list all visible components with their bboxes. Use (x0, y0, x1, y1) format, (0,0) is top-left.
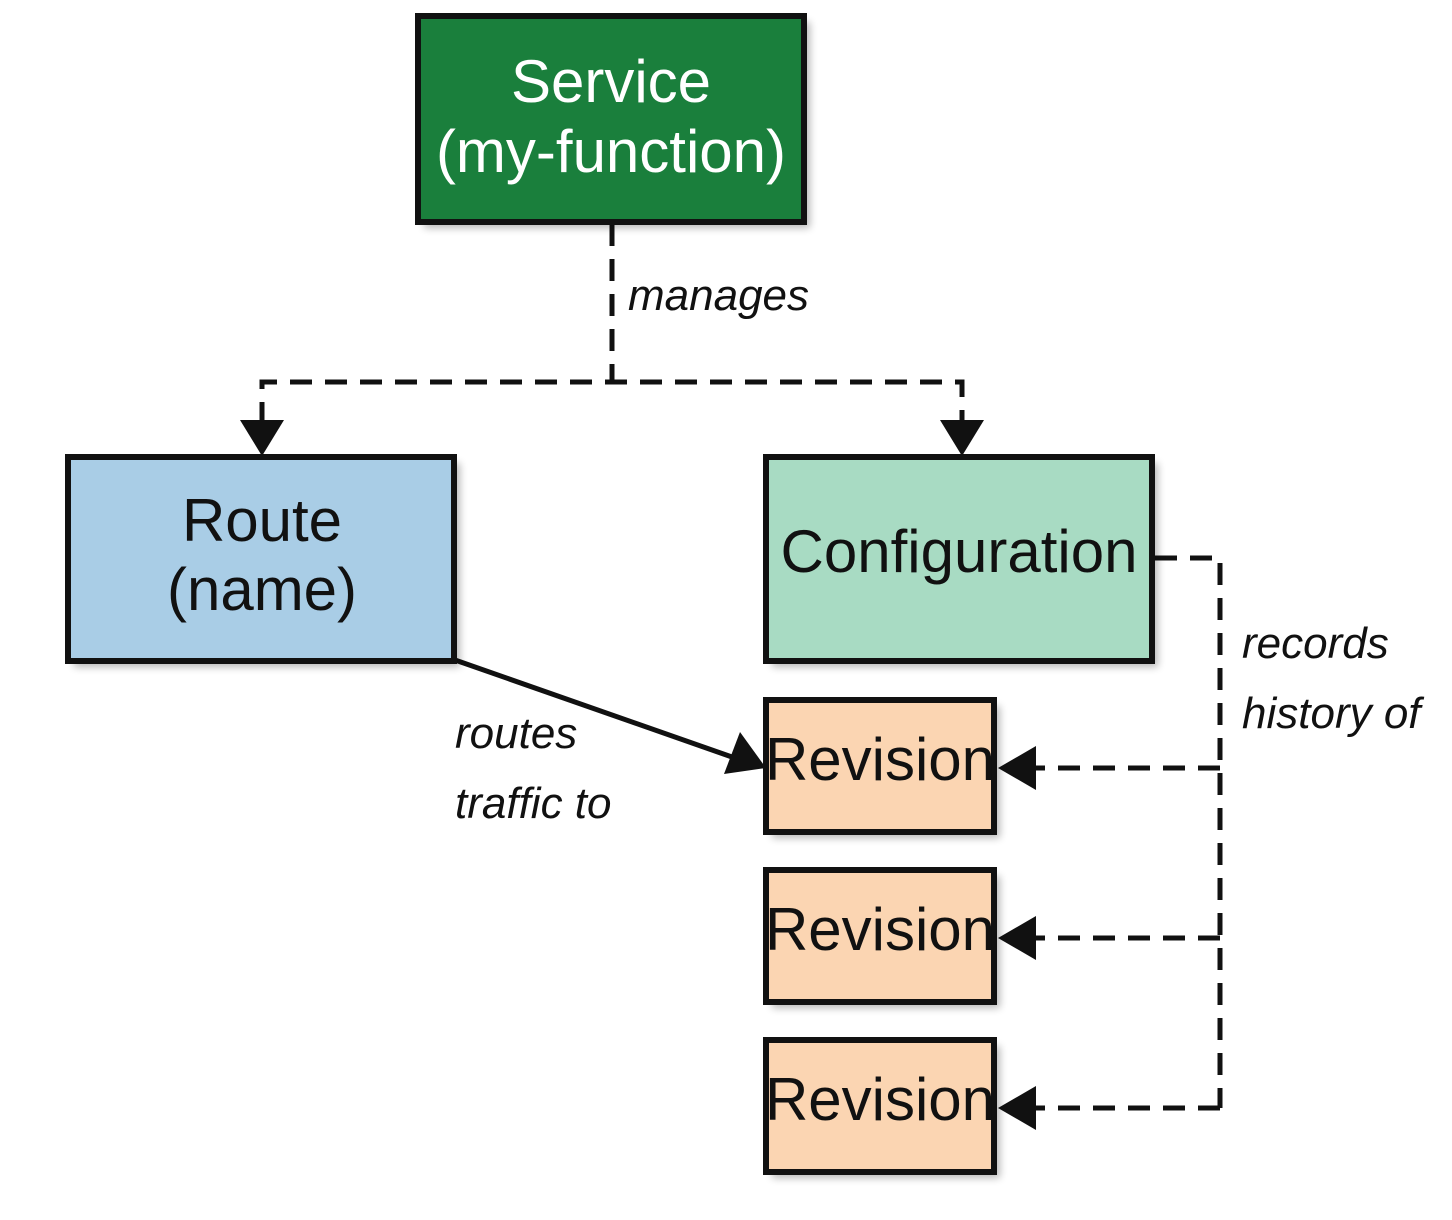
arrowhead-to-configuration (940, 420, 984, 456)
configuration-title: Configuration (781, 518, 1138, 585)
routes-traffic-line (454, 657, 733, 760)
revision-node-2: Revision (763, 867, 1000, 1008)
records-label-line2: history of (1242, 689, 1425, 738)
route-node: Route (name) (65, 454, 460, 667)
arrowhead-to-route (240, 420, 284, 456)
revision-2-label: Revision (765, 896, 995, 963)
service-title: Service (511, 48, 711, 115)
records-label-line1: records (1242, 619, 1389, 668)
revision-node-1: Revision (763, 697, 1000, 838)
service-node: Service (my-function) (415, 13, 810, 228)
edge-records-history: records history of (998, 555, 1425, 1130)
revision-node-3: Revision (763, 1037, 1000, 1178)
service-name: (my-function) (436, 118, 786, 185)
manages-label: manages (628, 271, 809, 320)
revision-1-label: Revision (765, 726, 995, 793)
edge-manages: manages (240, 224, 984, 456)
arrowhead-to-revision-3-history (998, 1086, 1036, 1130)
revision-3-label: Revision (765, 1066, 995, 1133)
arrowhead-to-revision-1 (724, 732, 766, 774)
arrowhead-to-revision-2-history (998, 916, 1036, 960)
route-name: (name) (167, 556, 357, 623)
edge-routes-traffic: routes traffic to (454, 657, 766, 828)
manages-connector (259, 224, 965, 424)
routes-label-line1: routes (455, 709, 577, 758)
route-title: Route (182, 487, 342, 554)
routes-label-line2: traffic to (455, 779, 612, 828)
configuration-node: Configuration (763, 454, 1158, 667)
arrowhead-to-revision-1-history (998, 746, 1036, 790)
